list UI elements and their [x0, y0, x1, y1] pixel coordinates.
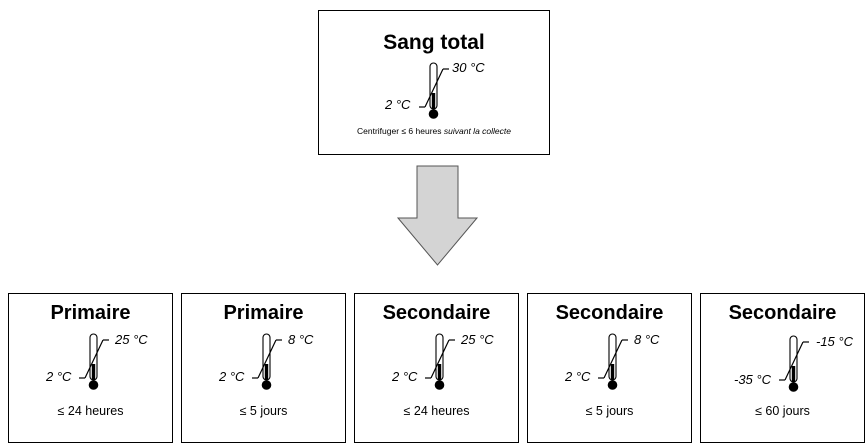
box-title: Primaire — [223, 302, 304, 324]
centrifuge-note: Centrifuger ≤ 6 heures suivant la collec… — [319, 126, 549, 136]
storage-box-1: Primaire 25 °C 2 °C ≤ 24 heures — [8, 293, 173, 443]
temp-low-label: 2 °C — [46, 369, 72, 384]
duration-label: ≤ 24 heures — [57, 404, 124, 418]
duration-label: ≤ 24 heures — [403, 404, 470, 418]
whole-blood-box: Sang total 30 °C 2 °C Centrifuger ≤ 6 he… — [318, 10, 550, 155]
storage-box-2: Primaire 8 °C 2 °C ≤ 5 jours — [181, 293, 346, 443]
thermometer-icon — [419, 62, 449, 119]
temp-high-label: 25 °C — [461, 332, 494, 347]
thermometer-icon — [598, 333, 628, 390]
temp-low-label: 2 °C — [219, 369, 245, 384]
temp-high-label: 8 °C — [634, 332, 660, 347]
temp-low-label: -35 °C — [734, 372, 771, 387]
duration-label: ≤ 5 jours — [239, 404, 288, 418]
duration-label: ≤ 60 jours — [755, 404, 810, 418]
storage-box-4: Secondaire 8 °C 2 °C ≤ 5 jours — [527, 293, 692, 443]
temp-high-label: -15 °C — [816, 334, 853, 349]
box-title: Primaire — [50, 302, 131, 324]
down-arrow-icon — [397, 165, 479, 266]
note-text: Centrifuger ≤ 6 heures — [357, 126, 444, 136]
temp-high-label: 30 °C — [452, 60, 485, 75]
storage-box-3: Secondaire 25 °C 2 °C ≤ 24 heures — [354, 293, 519, 443]
note-italic-text: suivant la collecte — [443, 126, 511, 136]
box-title: Secondaire — [382, 302, 491, 324]
temp-low-label: 2 °C — [392, 369, 418, 384]
temp-low-label: 2 °C — [385, 97, 411, 112]
temp-high-label: 8 °C — [288, 332, 314, 347]
box-title: Secondaire — [728, 302, 837, 324]
thermometer-icon — [425, 333, 455, 390]
thermometer-icon — [79, 333, 109, 390]
box-title: Secondaire — [555, 302, 664, 324]
duration-label: ≤ 5 jours — [585, 404, 634, 418]
thermometer-icon — [252, 333, 282, 390]
temp-high-label: 25 °C — [115, 332, 148, 347]
storage-box-5: Secondaire -15 °C -35 °C ≤ 60 jours — [700, 293, 865, 443]
thermometer-icon — [779, 335, 809, 392]
temp-low-label: 2 °C — [565, 369, 591, 384]
box-title: Sang total — [383, 31, 485, 54]
